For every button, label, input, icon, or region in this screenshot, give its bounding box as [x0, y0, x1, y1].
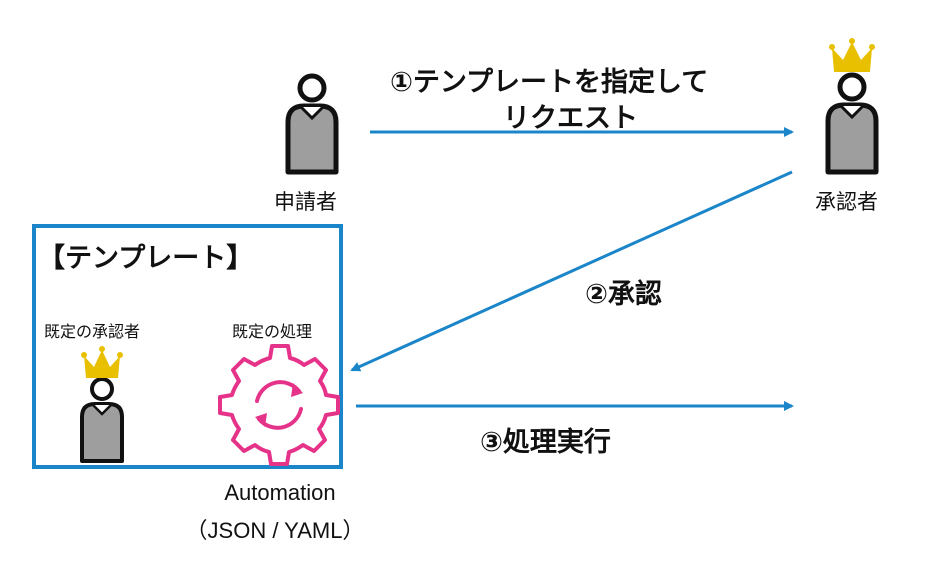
default-approver-crown-icon: [81, 346, 123, 378]
step1-label-line2: リクエスト: [503, 103, 638, 134]
default-approver-person-icon: [80, 377, 124, 463]
requester-label: 申請者: [274, 190, 337, 214]
default-process-label: 既定の処理: [232, 322, 313, 341]
default-approver-label: 既定の承認者: [44, 322, 141, 341]
step1-label-line1: ①テンプレートを指定して: [390, 67, 709, 98]
approver-person-icon: [825, 72, 879, 175]
automation-format-label: （JSON / YAML）: [185, 518, 365, 543]
template-title: 【テンプレート】: [38, 243, 254, 274]
automation-label: Automation: [224, 480, 336, 505]
requester-person-icon: [285, 73, 339, 175]
approver-crown-icon: [829, 38, 875, 72]
gear-icon: [218, 344, 340, 466]
step2-label: ②承認: [585, 279, 662, 310]
arrow-approve: [350, 170, 793, 372]
step3-label: ③処理実行: [480, 427, 611, 458]
approver-label: 承認者: [815, 190, 878, 214]
template-box: [32, 224, 343, 469]
